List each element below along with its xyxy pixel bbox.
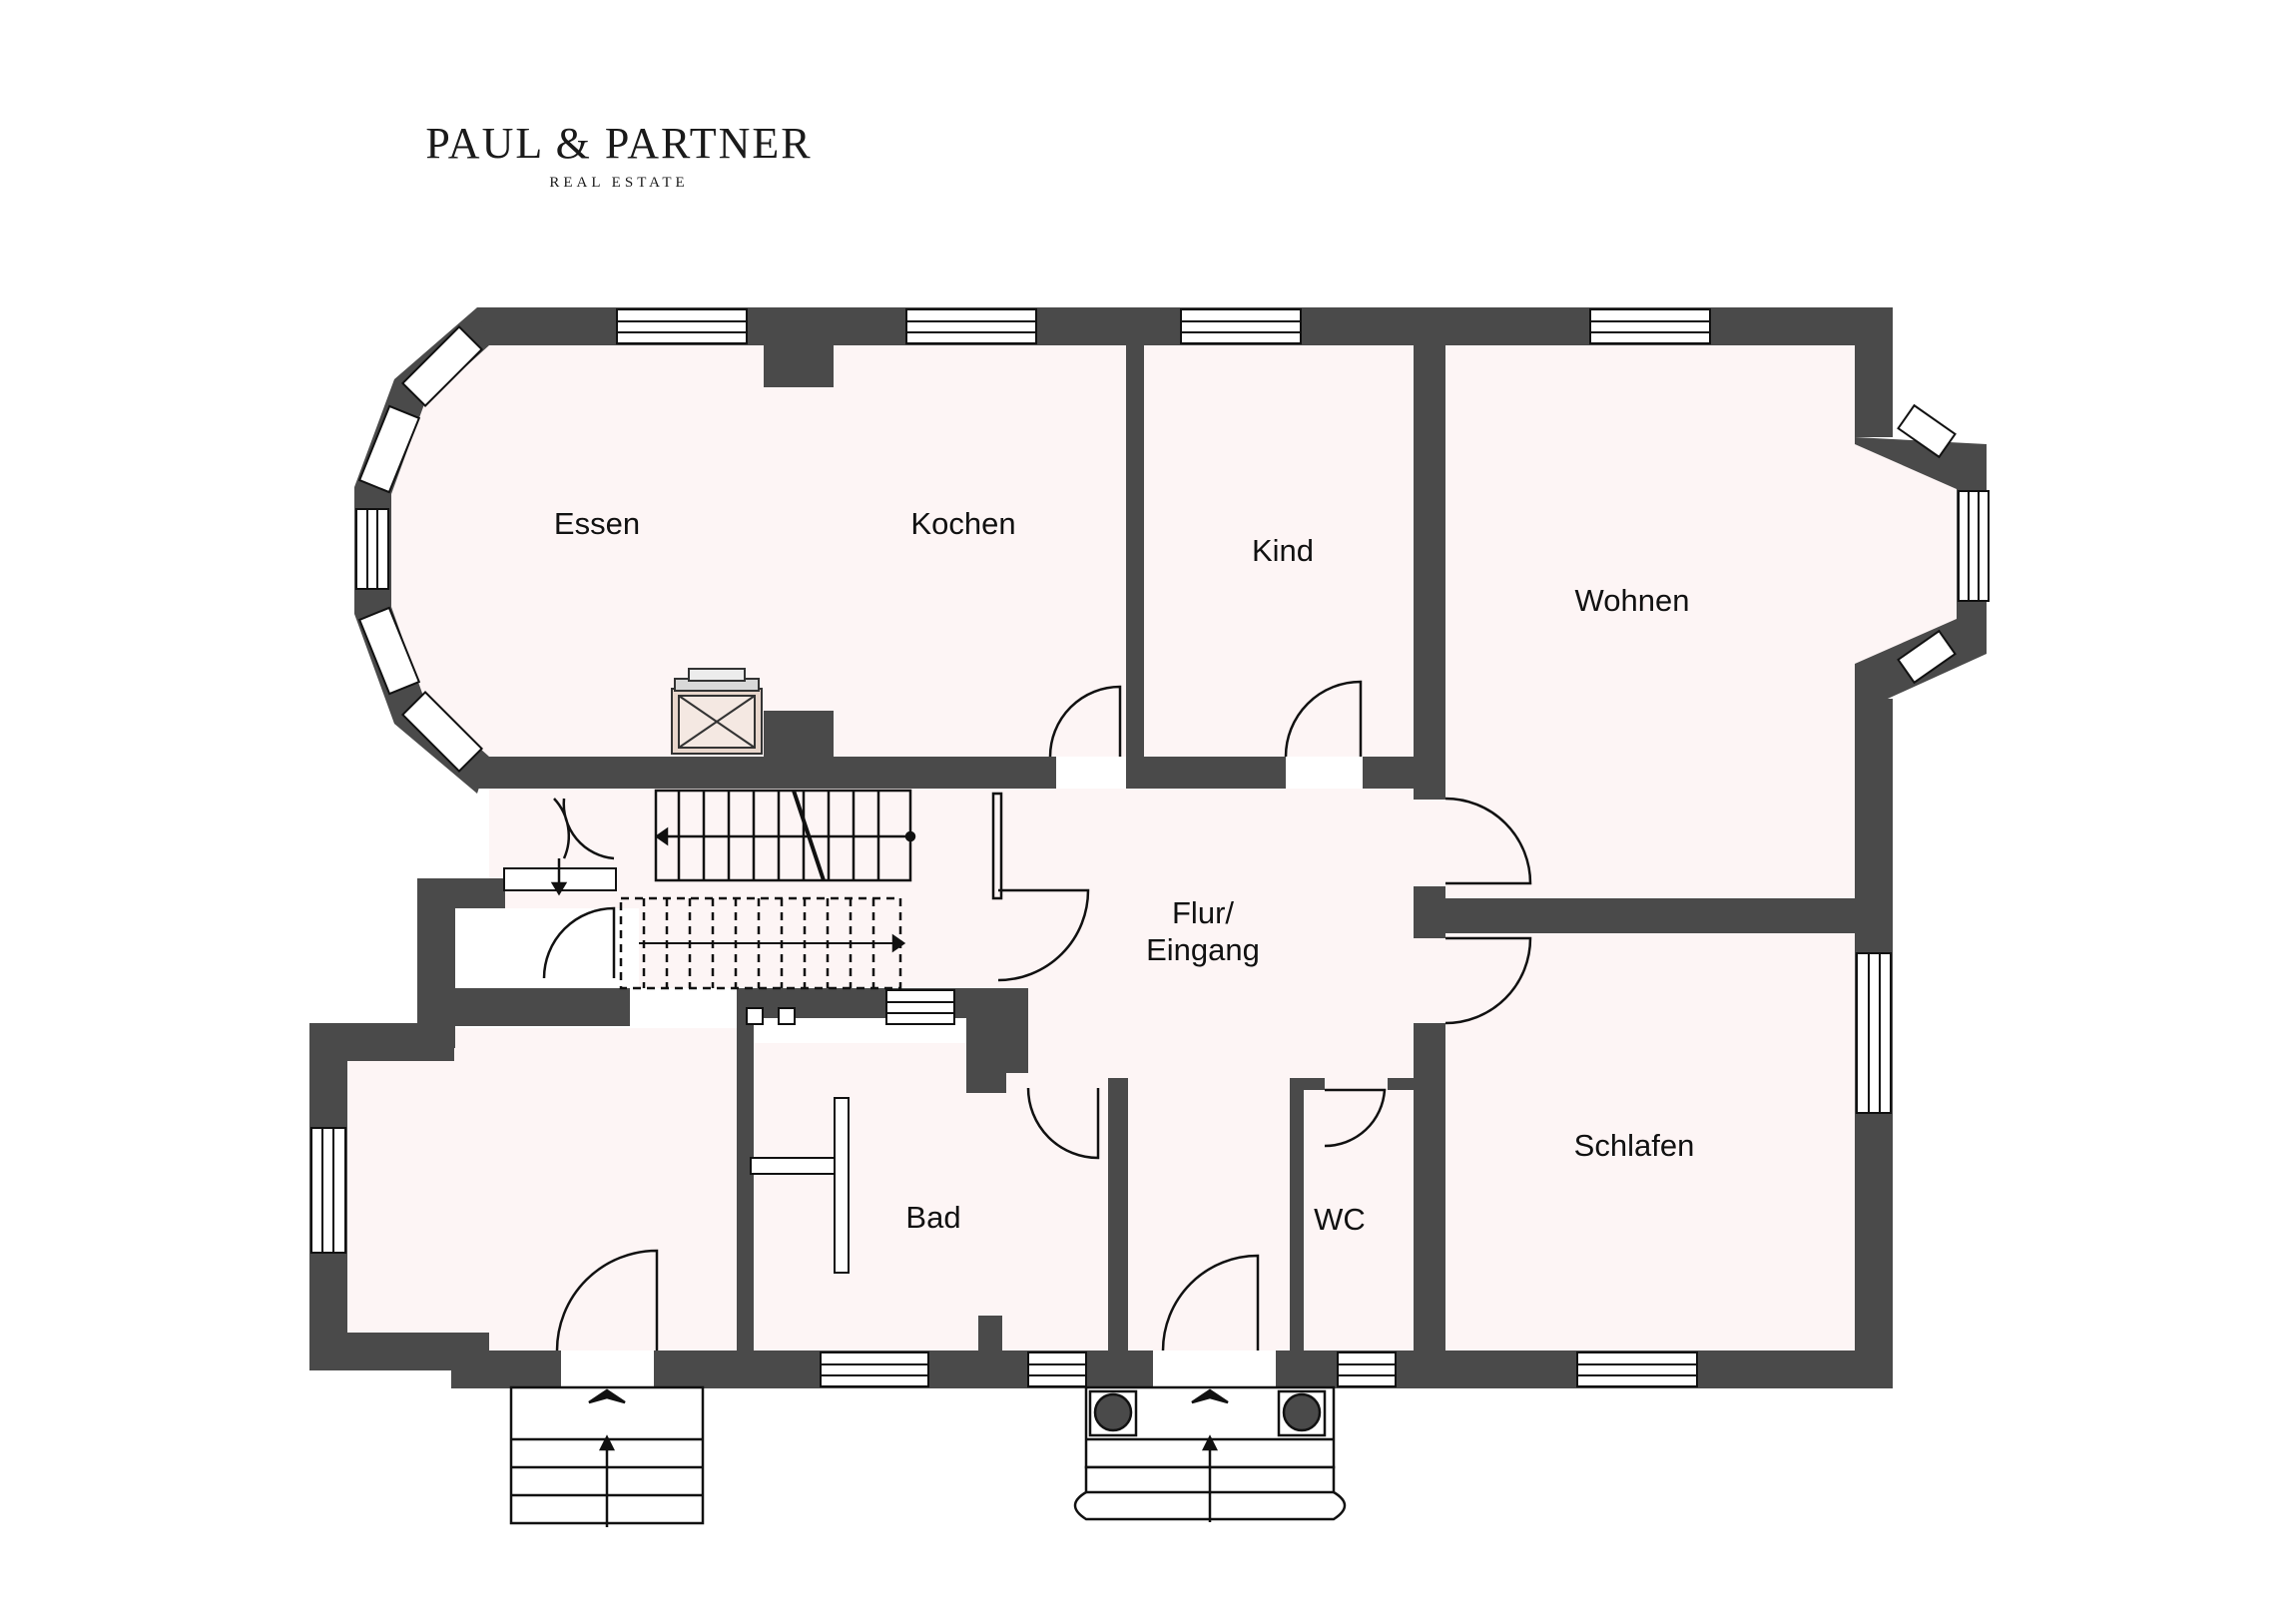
label-flur-1: Flur/ — [1172, 895, 1234, 930]
stair-upper-steps — [677, 791, 880, 880]
wall-flur-right-mid — [1414, 886, 1445, 938]
wall-kochen-bottom-mid — [657, 757, 1056, 789]
door-flur-stair — [997, 888, 1090, 982]
window-bottom-small-1 — [1027, 1352, 1087, 1387]
wall-wc-top-left — [1290, 1078, 1325, 1090]
logo-name: PAUL & PARTNER — [425, 119, 813, 168]
door-schlafen — [1444, 936, 1532, 1025]
wall-kochen-bottom-left — [477, 757, 657, 789]
label-bad: Bad — [905, 1200, 960, 1235]
window-bay-right-mid — [1958, 490, 1990, 602]
wall-bad-stub — [978, 1316, 1002, 1351]
bad-fixtures — [746, 1007, 850, 1274]
wall-kind-bottom-right — [1363, 757, 1445, 789]
door-wc — [1324, 1088, 1387, 1148]
window-top-4 — [1589, 308, 1711, 344]
floor-essen-kochen — [391, 345, 1126, 757]
entry-steps-left — [509, 1385, 705, 1527]
window-top-1 — [616, 308, 748, 344]
window-bay-left-2 — [357, 404, 421, 494]
window-top-2 — [905, 308, 1037, 344]
door-bad — [1026, 1087, 1100, 1160]
logo-tagline: REAL ESTATE — [549, 175, 689, 191]
window-bay-right-2 — [1897, 629, 1957, 685]
window-bay-left-4 — [400, 690, 484, 774]
wall-left-bottom — [309, 1333, 489, 1370]
windows — [310, 308, 1990, 1387]
label-essen: Essen — [554, 506, 640, 541]
floor-wohnen — [1445, 345, 1957, 898]
floor-kind — [1144, 345, 1414, 757]
door-pantry-panel — [991, 792, 1003, 900]
wall-bad-corner — [966, 988, 1006, 1093]
window-bay-left-mid — [355, 508, 389, 590]
wall-wohnen-schlafen — [1445, 898, 1855, 933]
floor-left-room — [347, 1028, 737, 1351]
label-kind: Kind — [1252, 533, 1314, 568]
label-wc: WC — [1314, 1202, 1366, 1237]
door-kochen — [1048, 685, 1122, 758]
planter-right — [1282, 1392, 1322, 1432]
wall-chimney-top — [764, 345, 834, 387]
wall-wc-top-right — [1388, 1078, 1418, 1090]
label-schlafen: Schlafen — [1574, 1128, 1695, 1163]
entry-steps-main — [1073, 1385, 1347, 1522]
window-bottom-schlafen — [1576, 1352, 1698, 1387]
window-top-3 — [1180, 308, 1302, 344]
door-vestibule — [542, 906, 616, 979]
window-right-schlafen — [1856, 952, 1892, 1114]
wall-kind-wohnen — [1414, 345, 1445, 800]
window-bottom-bad — [820, 1352, 929, 1387]
floor-stair-hall — [639, 789, 998, 988]
room-labels: Essen Kochen Kind Wohnen Flur/ Eingang B… — [554, 506, 1694, 1237]
window-stair-hall — [885, 989, 955, 1025]
door-kind — [1284, 680, 1363, 758]
wall-right-upper — [1855, 307, 1893, 437]
planter-left — [1093, 1392, 1133, 1432]
window-left-room — [310, 1127, 346, 1254]
company-logo: PAUL & PARTNER REAL ESTATE — [399, 118, 839, 192]
label-kochen: Kochen — [910, 506, 1015, 541]
wall-wc-left — [1290, 1078, 1304, 1351]
wall-kind-bottom-left — [1126, 757, 1286, 789]
wall-bad-right-top — [1006, 988, 1028, 1073]
label-flur-2: Eingang — [1146, 932, 1260, 967]
window-bay-left-3 — [357, 606, 421, 696]
doors — [542, 680, 1532, 1352]
wall-flur-right-low — [1414, 1023, 1445, 1367]
floor-bad — [754, 1043, 1108, 1351]
door-side-entry — [555, 1249, 659, 1352]
window-bay-right-1 — [1897, 403, 1957, 459]
wall-bad-right — [1108, 1078, 1128, 1351]
wall-left-step2 — [417, 878, 505, 908]
wall-bad-top — [737, 988, 994, 1018]
wall-bad-left — [737, 988, 754, 1351]
door-vestibule-double — [553, 798, 615, 860]
door-main-entry — [1161, 1254, 1260, 1352]
floor-schlafen — [1445, 933, 1855, 1351]
door-wohnen — [1444, 797, 1532, 885]
wall-stair-low — [455, 988, 630, 1026]
stove — [671, 668, 763, 755]
wall-kochen-kind — [1126, 345, 1144, 757]
label-wohnen: Wohnen — [1575, 583, 1690, 618]
wall-chimney-bottom — [764, 711, 834, 757]
window-bottom-wc — [1337, 1352, 1397, 1387]
floor-areas — [347, 345, 1957, 1351]
wall-bay-right — [1855, 437, 1987, 714]
window-bay-left-1 — [400, 324, 484, 408]
staircase — [550, 789, 916, 990]
